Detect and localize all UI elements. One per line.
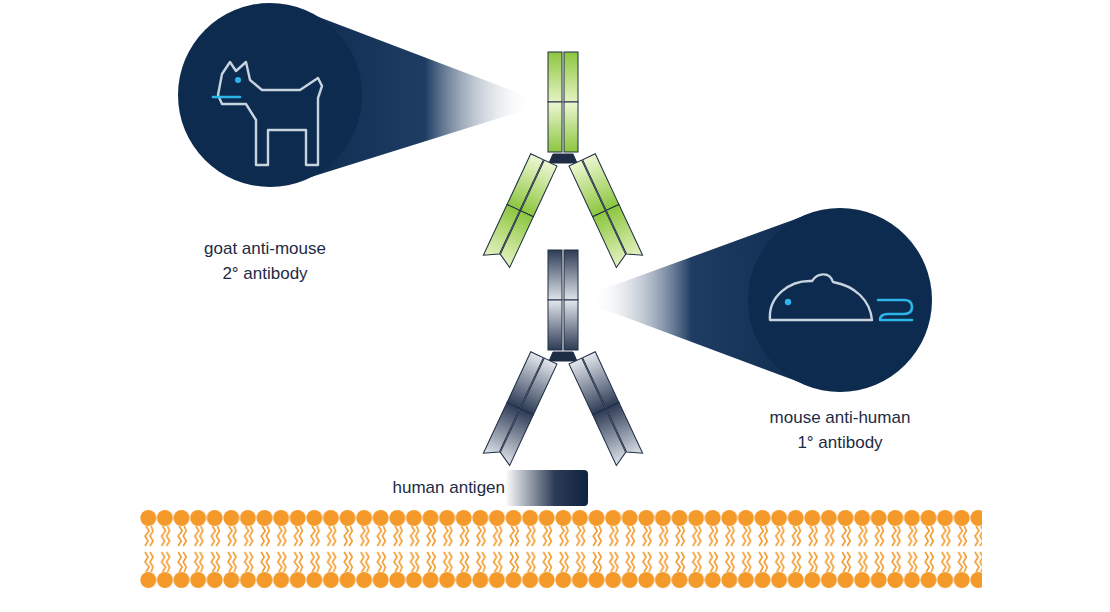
- hinge: [549, 154, 577, 163]
- heavy-chain: [564, 52, 578, 102]
- fab-arm: [569, 352, 643, 466]
- hinge: [549, 352, 577, 361]
- fab-arm: [483, 154, 557, 268]
- heavy-chain: [564, 250, 578, 300]
- mouse-tail: [878, 300, 912, 320]
- heavy-chain: [564, 102, 578, 152]
- lipid-bilayer: [140, 509, 982, 589]
- goat-accent: [213, 96, 240, 99]
- callout-circle: goat anti-mouse 2° antibody: [178, 3, 362, 187]
- primary-antibody: [483, 250, 642, 466]
- heavy-chain: [548, 250, 562, 300]
- antigen-shape: [505, 470, 588, 506]
- goat-eye: [235, 77, 241, 83]
- antigen-label: human antigen: [393, 477, 505, 499]
- fab-arm: [483, 352, 557, 466]
- heavy-chain: [548, 300, 562, 350]
- fab-arm: [569, 154, 643, 268]
- mouse-icon: [770, 274, 872, 320]
- callout-circle: mouse anti-human 1° antibody: [748, 208, 932, 392]
- antibody-caption: mouse anti-human 1° antibody: [764, 405, 916, 455]
- heavy-chain: [548, 102, 562, 152]
- goat-icon: [218, 62, 322, 165]
- heavy-chain: [548, 52, 562, 102]
- secondary-antibody: [483, 52, 642, 268]
- heavy-chain: [564, 300, 578, 350]
- mouse-eye: [785, 299, 791, 305]
- antibody-caption: goat anti-mouse 2° antibody: [197, 236, 333, 286]
